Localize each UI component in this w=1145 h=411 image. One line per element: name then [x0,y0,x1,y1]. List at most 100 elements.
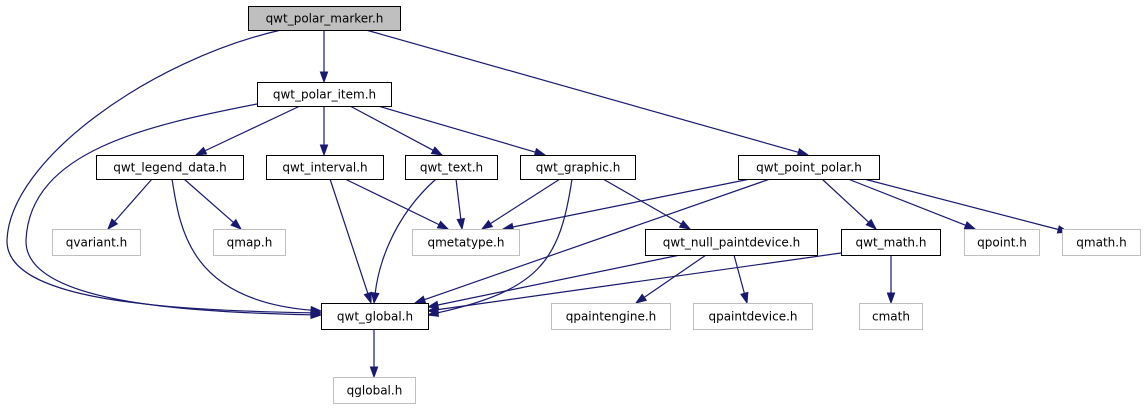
edge-qwt-global-to-qglobal [369,329,379,379]
edge-qwt-legend-data-to-qmap [183,178,243,230]
node-cmath-label: cmath [872,310,910,324]
edges-layer [6,29,1070,379]
node-qvariant[interactable]: qvariant.h [52,229,141,256]
node-qwt-interval-label: qwt_interval.h [282,161,367,175]
node-qpoint-box [964,229,1040,256]
edge-qwt-polar-item-to-qwt-graphic-line [377,105,536,153]
edge-qwt-polar-marker-to-qwt-polar-item-arrowhead [319,71,329,84]
node-cmath-box [859,303,923,330]
node-qwt-interval[interactable]: qwt_interval.h [266,155,384,180]
edge-qwt-legend-data-to-qwt-global-line [171,178,312,311]
node-qmath[interactable]: qmath.h [1062,229,1141,256]
edge-qwt-point-polar-to-qmetatype [501,178,751,232]
edge-qwt-math-to-cmath-arrowhead [886,292,896,305]
edge-qwt-text-to-qmetatype [455,178,466,231]
edge-qwt-polar-marker-to-qwt-point-polar-arrowhead [796,147,810,157]
edge-qwt-legend-data-to-qwt-global-arrowhead [310,305,323,315]
edge-qwt-polar-item-to-qwt-interval-arrowhead [319,144,329,157]
edge-qwt-interval-to-qwt-global-arrowhead [363,291,372,305]
node-qwt-polar-item-label: qwt_polar_item.h [273,88,376,102]
node-qwt-global-label: qwt_global.h [337,310,413,324]
edge-qwt-polar-marker-to-qwt-polar-item [319,30,329,84]
edge-qwt-point-polar-to-qwt-global-line [424,178,771,301]
node-qwt-graphic-label: qwt_graphic.h [536,161,621,175]
edge-qwt-null-paintdevice-to-qpaintdevice-arrowhead [740,291,749,305]
node-qpaintdevice[interactable]: qpaintdevice.h [693,303,813,330]
edge-qwt-point-polar-to-qpoint-line [847,178,966,226]
edge-qwt-null-paintdevice-to-qpaintengine-arrowhead [634,293,648,304]
node-qglobal-label: qglobal.h [347,384,403,398]
node-qwt-text[interactable]: qwt_text.h [405,155,498,180]
node-qwt-text-label: qwt_text.h [420,161,483,175]
edge-qwt-null-paintdevice-to-qpaintdevice-line [733,254,745,294]
node-qwt-polar-item[interactable]: qwt_polar_item.h [257,82,392,107]
edge-qwt-text-to-qwt-global-arrowhead [370,292,380,305]
node-qwt-null-paintdevice-box [645,229,818,256]
node-qpaintengine[interactable]: qpaintengine.h [551,303,671,330]
edge-qwt-point-polar-to-qpoint [847,178,977,230]
node-qmap[interactable]: qmap.h [213,229,286,256]
edge-qwt-text-to-qmetatype-arrowhead [456,218,466,231]
edge-qwt-null-paintdevice-to-qpaintdevice [733,254,749,305]
node-qpaintdevice-box [693,303,813,330]
node-qwt-text-box [405,155,498,180]
edge-qwt-math-to-qwt-global [426,252,842,314]
edge-qwt-polar-item-to-qwt-legend-data-arrowhead [194,146,208,156]
node-qwt-point-polar[interactable]: qwt_point_polar.h [738,155,880,180]
edge-qwt-graphic-to-qmetatype-arrowhead [480,219,494,230]
edge-qwt-legend-data-to-qwt-global [171,178,323,315]
edge-qwt-legend-data-to-qvariant-arrowhead [107,218,119,231]
node-qwt-legend-data[interactable]: qwt_legend_data.h [96,155,244,180]
node-qwt-null-paintdevice[interactable]: qwt_null_paintdevice.h [645,229,818,256]
node-qvariant-label: qvariant.h [66,236,127,250]
edge-qwt-graphic-to-qmetatype-line [490,178,561,225]
node-qwt-polar-marker[interactable]: qwt_polar_marker.h [248,6,401,31]
node-qmetatype-label: qmetatype.h [428,236,505,250]
edge-qwt-polar-marker-to-qwt-point-polar [365,29,810,157]
node-qwt-math-label: qwt_math.h [856,236,927,250]
edge-qwt-graphic-to-qwt-null-paintdevice-arrowhead [678,220,692,230]
node-qwt-math-box [841,229,941,256]
edge-qwt-polar-item-to-qwt-legend-data-line [204,105,301,152]
edge-qwt-graphic-to-qmetatype [480,178,561,230]
node-qmetatype[interactable]: qmetatype.h [412,229,520,256]
edge-qwt-legend-data-to-qmap-arrowhead [230,218,243,230]
nodes-layer: qwt_polar_marker.h qwt_polar_item.h qwt_po… [52,6,1141,404]
edge-qwt-point-polar-to-qmetatype-line [512,178,751,228]
node-qwt-null-paintdevice-label: qwt_null_paintdevice.h [663,236,800,250]
node-qglobal[interactable]: qglobal.h [333,377,416,404]
edge-qwt-point-polar-to-qwt-math-arrowhead [865,218,878,231]
node-qwt-global[interactable]: qwt_global.h [321,303,429,330]
edge-qwt-interval-to-qwt-global-line [329,178,369,294]
node-cmath[interactable]: cmath [859,303,923,330]
edge-qwt-polar-item-to-qwt-text [349,105,444,156]
edge-qwt-polar-item-to-qwt-interval [319,106,329,157]
node-qpoint[interactable]: qpoint.h [964,229,1040,256]
edge-qwt-polar-item-to-qwt-graphic [377,105,547,157]
node-qwt-point-polar-box [738,155,880,180]
edge-qwt-null-paintdevice-to-qwt-global-line [437,254,681,306]
edge-qwt-point-polar-to-qpoint-arrowhead [963,221,977,230]
edge-qwt-interval-to-qmetatype [344,178,450,230]
edge-qwt-interval-to-qmetatype-arrowhead [436,220,450,230]
node-qpaintengine-label: qpaintengine.h [566,310,657,324]
edge-qwt-math-to-qwt-global-arrowhead [426,305,439,314]
node-qwt-polar-marker-label: qwt_polar_marker.h [266,12,384,26]
node-qvariant-box [52,229,141,256]
node-qwt-global-box [321,303,429,330]
node-qglobal-box [333,377,416,404]
node-qwt-graphic[interactable]: qwt_graphic.h [520,155,636,180]
node-qwt-interval-box [266,155,384,180]
edge-qwt-legend-data-to-qvariant-line [114,178,153,222]
edge-qwt-polar-item-to-qwt-text-line [349,105,434,151]
edge-qwt-polar-item-to-qwt-global-line [25,103,312,316]
node-qmap-box [213,229,286,256]
node-qwt-point-polar-label: qwt_point_polar.h [756,161,862,175]
edge-qwt-text-to-qwt-global [370,178,437,305]
edge-qwt-point-polar-to-qwt-global-arrowhead [413,295,427,304]
edge-qwt-math-to-qwt-global-line [437,252,842,311]
node-qwt-math[interactable]: qwt_math.h [841,229,941,256]
edge-qwt-polar-item-to-qwt-text-arrowhead [430,146,444,156]
edge-qwt-point-polar-to-qwt-math [821,178,878,231]
